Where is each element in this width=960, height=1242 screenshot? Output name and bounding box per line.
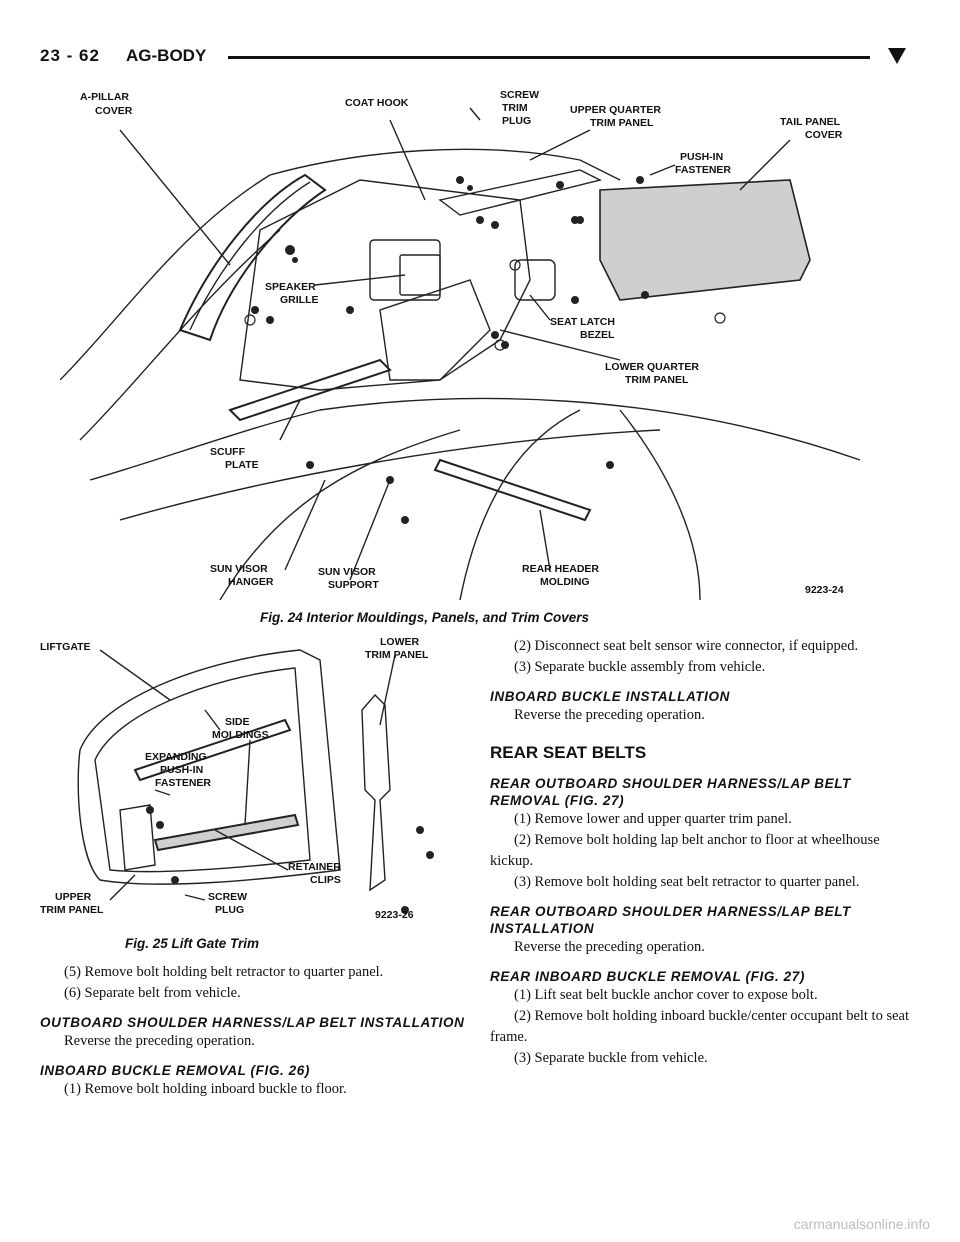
label-upper-quarter-trim: UPPER QUARTER <box>570 104 661 116</box>
svg-text:HANGER: HANGER <box>228 576 274 588</box>
svg-text:COVER: COVER <box>95 105 133 117</box>
heading-inboard-installation: INBOARD BUCKLE INSTALLATION <box>490 689 730 704</box>
section-rear-seat-belts: REAR SEAT BELTS <box>490 743 647 762</box>
rear-step-1-text: (1) Remove lower and upper quarter trim … <box>514 811 792 827</box>
svg-text:CLIPS: CLIPS <box>310 874 341 886</box>
label-push-in-fastener: PUSH-IN <box>680 151 723 163</box>
step-2-text: (2) Disconnect seat belt sensor wire con… <box>514 638 859 654</box>
left-column: (5) Remove bolt holding belt retractor t… <box>40 962 470 1100</box>
label-a-pillar-cover: A-PILLAR <box>80 91 129 103</box>
rear-step-3-text: (3) Remove bolt holding seat belt retrac… <box>514 874 860 890</box>
figure-25-caption: Fig. 25 Lift Gate Trim <box>125 936 260 951</box>
label-seat-latch-bezel: SEAT LATCH <box>550 316 615 328</box>
label-expanding-push-in-fastener: EXPANDING <box>145 751 207 763</box>
reverse-text-3: Reverse the preceding operation. <box>514 939 705 955</box>
label-sun-visor-support: SUN VISOR <box>318 566 376 578</box>
label-lower-trim-panel: LOWER <box>380 636 419 648</box>
label-side-moldings: SIDE <box>225 716 250 728</box>
label-liftgate: LIFTGATE <box>40 641 91 653</box>
label-tail-panel-cover: TAIL PANEL <box>780 116 841 128</box>
figure-24-code: 9223-24 <box>805 584 844 596</box>
label-rear-header-molding: REAR HEADER <box>522 563 599 575</box>
svg-text:PLUG: PLUG <box>215 904 244 916</box>
step-6-text: (6) Separate belt from vehicle. <box>64 985 241 1001</box>
svg-text:FASTENER: FASTENER <box>675 164 731 176</box>
svg-text:COVER: COVER <box>805 129 843 141</box>
section-title: AG-BODY <box>126 46 207 65</box>
svg-text:MOLDING: MOLDING <box>540 576 590 588</box>
right-column: (2) Disconnect seat belt sensor wire con… <box>490 636 925 1069</box>
rear-inboard-step-1-text: (1) Lift seat belt buckle anchor cover t… <box>514 987 818 1003</box>
step-3-text: (3) Separate buckle assembly from vehicl… <box>514 659 766 675</box>
heading-rear-inboard-removal: REAR INBOARD BUCKLE REMOVAL (FIG. 27) <box>490 969 805 984</box>
label-lower-quarter-trim: LOWER QUARTER <box>605 361 699 373</box>
svg-text:TRIM PANEL: TRIM PANEL <box>40 904 104 916</box>
heading-rear-outboard-installation: REAR OUTBOARD SHOULDER HARNESS/LAP BELT … <box>490 904 851 936</box>
reverse-text-1: Reverse the preceding operation. <box>64 1033 255 1049</box>
figure-24-illustration: A-PILLAR COVER COAT HOOK SCREW TRIM PLUG… <box>60 89 861 600</box>
label-retainer-clips: RETAINER <box>288 861 341 873</box>
inboard-step-1-text: (1) Remove bolt holding inboard buckle t… <box>64 1081 347 1097</box>
rear-step-2-text: (2) Remove bolt holding lap belt anchor … <box>490 832 880 869</box>
svg-text:TRIM: TRIM <box>502 102 528 114</box>
svg-text:TRIM PANEL: TRIM PANEL <box>365 649 429 661</box>
rear-inboard-step-2-text: (2) Remove bolt holding inboard buckle/c… <box>490 1008 910 1045</box>
svg-text:PLUG: PLUG <box>502 115 531 127</box>
heading-inboard-removal: INBOARD BUCKLE REMOVAL (FIG. 26) <box>40 1063 310 1078</box>
label-sun-visor-hanger: SUN VISOR <box>210 563 268 575</box>
label-speaker-grille: SPEAKER <box>265 281 316 293</box>
page-header: 23 - 62 AG-BODY <box>40 46 920 76</box>
svg-text:FASTENER: FASTENER <box>155 777 211 789</box>
header-triangle-icon <box>888 48 906 64</box>
svg-text:PUSH-IN: PUSH-IN <box>160 764 203 776</box>
heading-outboard-installation: OUTBOARD SHOULDER HARNESS/LAP BELT INSTA… <box>40 1015 465 1030</box>
label-screw-trim-plug: SCREW <box>500 89 539 101</box>
svg-text:MOLDINGS: MOLDINGS <box>212 729 269 741</box>
svg-text:TRIM PANEL: TRIM PANEL <box>590 117 654 129</box>
figure-24-caption: Fig. 24 Interior Mouldings, Panels, and … <box>260 610 590 625</box>
label-upper-trim-panel: UPPER <box>55 891 92 903</box>
footer-watermark[interactable]: carmanualsonline.info <box>793 1216 930 1232</box>
label-coat-hook: COAT HOOK <box>345 97 409 109</box>
label-screw-plug: SCREW <box>208 891 247 903</box>
reverse-text-2: Reverse the preceding operation. <box>514 707 705 723</box>
figure-25-code: 9223-26 <box>375 909 414 921</box>
rear-inboard-step-3-text: (3) Separate buckle from vehicle. <box>514 1050 708 1066</box>
step-5-text: (5) Remove bolt holding belt retractor t… <box>64 964 384 980</box>
page-number: 23 - 62 <box>40 46 100 65</box>
figure-25-illustration: LIFTGATE LOWER TRIM PANEL SIDE MOLDINGS … <box>40 636 434 921</box>
svg-text:TRIM PANEL: TRIM PANEL <box>625 374 689 386</box>
header-rule <box>228 56 870 59</box>
label-scuff-plate: SCUFF <box>210 446 246 458</box>
svg-text:SUPPORT: SUPPORT <box>328 579 379 591</box>
svg-text:BEZEL: BEZEL <box>580 329 615 341</box>
svg-text:PLATE: PLATE <box>225 459 259 471</box>
svg-text:GRILLE: GRILLE <box>280 294 319 306</box>
heading-rear-outboard-removal: REAR OUTBOARD SHOULDER HARNESS/LAP BELT … <box>490 776 851 808</box>
